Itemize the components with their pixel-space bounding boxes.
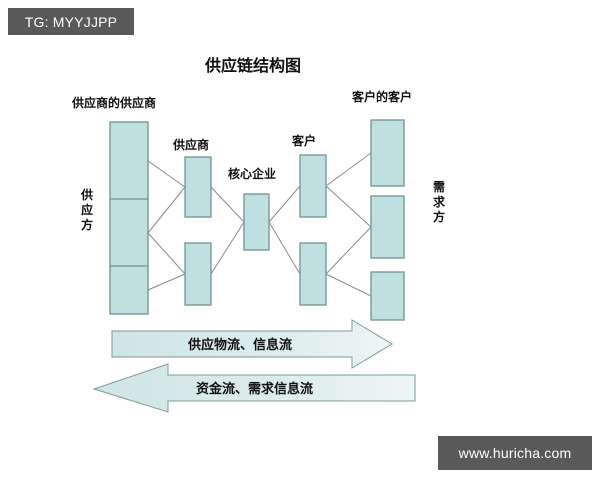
- flow-arrow-capital: [92, 363, 416, 413]
- connector-core-to-c2: [268, 221, 301, 275]
- node-s2: [184, 242, 212, 306]
- watermark-top-left: TG: MYYJJPP: [8, 8, 134, 35]
- connector-c2-to-cc3: [325, 273, 372, 297]
- connector-ss3-to-s2: [147, 273, 186, 291]
- connector-s2-to-core: [210, 221, 245, 275]
- connector-lines: [147, 152, 372, 297]
- label-customer: 客户: [292, 134, 317, 148]
- node-s1: [184, 156, 212, 218]
- page-title: 供应链结构图: [205, 56, 302, 75]
- node-ss2: [109, 198, 149, 268]
- label-customers-customer: 客户的客户: [352, 90, 413, 104]
- node-ss1: [109, 121, 149, 201]
- connector-ss2-to-s1: [147, 186, 186, 234]
- flow-label-supply: 供应物流、信息流: [188, 338, 293, 353]
- connector-core-to-c1: [268, 185, 301, 223]
- label-demand-side: 需求方: [432, 180, 445, 224]
- node-core: [243, 193, 270, 251]
- node-boxes: [109, 119, 405, 321]
- connector-c1-to-cc2: [325, 185, 372, 228]
- connector-ss1-to-s1: [147, 160, 186, 188]
- node-cc1: [370, 119, 405, 187]
- node-ss3: [109, 265, 149, 315]
- connector-c2-to-cc2: [325, 226, 372, 275]
- flow-label-capital: 资金流、需求信息流: [196, 382, 314, 397]
- label-supplier: 供应商: [173, 138, 210, 152]
- label-suppliers-supplier: 供应商的供应商: [72, 96, 157, 110]
- label-core-enterprise: 核心企业: [228, 167, 277, 181]
- label-supply-side: 供应方: [80, 188, 93, 232]
- connector-c1-to-cc1: [325, 152, 372, 187]
- watermark-bottom-right: www.huricha.com: [438, 436, 592, 470]
- node-c2: [299, 242, 327, 306]
- connector-ss2-to-s2: [147, 232, 186, 275]
- flow-arrow-supply: [111, 319, 393, 369]
- node-cc2: [370, 195, 405, 259]
- node-c1: [299, 154, 327, 218]
- connector-s1-to-core: [210, 186, 245, 223]
- node-cc3: [370, 271, 405, 321]
